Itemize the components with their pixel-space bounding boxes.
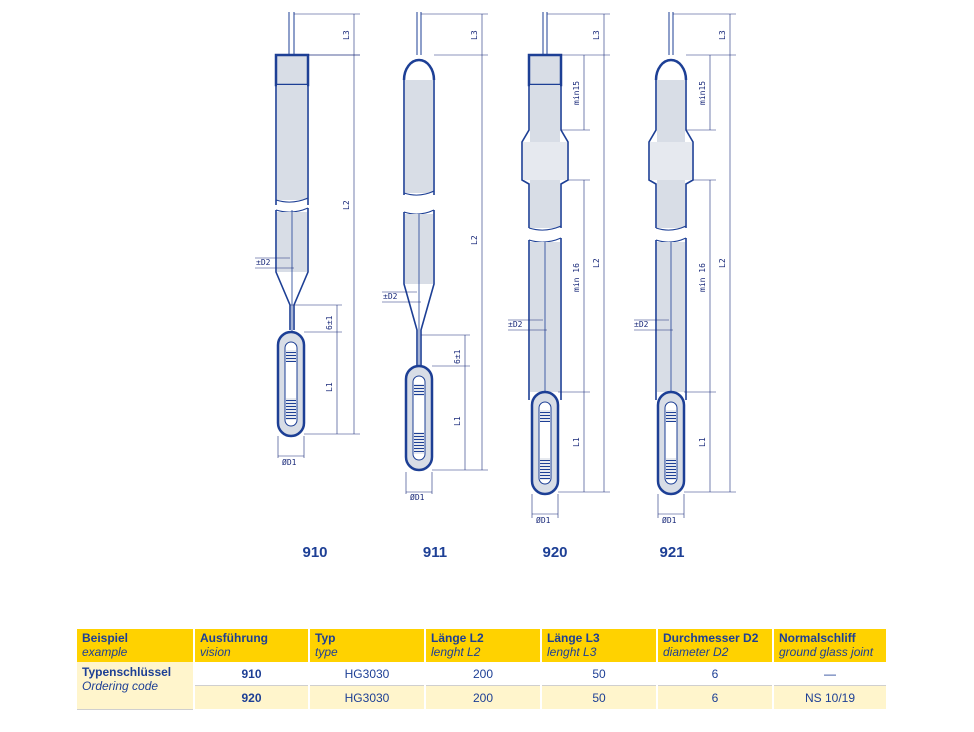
label-min15-920: min15: [572, 81, 581, 105]
table-row: Typenschlüssel Ordering code 910 HG3030 …: [77, 662, 888, 710]
ordering-code-label: Typenschlüssel Ordering code: [77, 662, 195, 710]
label-tolerance-911: 6±1: [453, 349, 462, 364]
labels-910: L3 L2 6±1 L1 ±D2 ØD1: [256, 30, 351, 467]
label-l3-910: L3: [342, 30, 351, 40]
model-number-921: 921: [659, 544, 685, 561]
dimensions-921: [634, 13, 736, 518]
label-l3-911: L3: [470, 30, 479, 40]
label-l2-911: L2: [470, 235, 479, 245]
cell-version: 910: [194, 662, 310, 686]
cell-l3: 50: [541, 662, 658, 686]
dimensions-920: [508, 13, 610, 518]
label-d2-910: ±D2: [256, 258, 271, 267]
label-l1-920: L1: [572, 437, 581, 447]
cell-d2: 6: [657, 685, 774, 709]
label-l3-920: L3: [592, 30, 601, 40]
label-d1-911: ØD1: [410, 492, 425, 502]
thermometer-drawings: L3 L2 6±1 L1 ±D2 ØD1: [255, 12, 736, 525]
label-d1-920: ØD1: [536, 515, 551, 525]
label-l2-921: L2: [718, 258, 727, 268]
table-row: 920 HG3030 200 50 6 NS 10/19: [77, 685, 888, 709]
drawing-921: [648, 12, 694, 496]
labels-921: L3 min15 L2 min 16 L1 ±D2 ØD1: [634, 30, 727, 525]
label-l1-921: L1: [698, 437, 707, 447]
label-l3-921: L3: [718, 30, 727, 40]
cell-type: HG3030: [309, 662, 426, 686]
label-d2-911: ±D2: [383, 292, 398, 301]
model-number-920: 920: [542, 544, 568, 561]
label-d1-910: ØD1: [282, 457, 297, 467]
dimensions-910: [255, 13, 360, 458]
label-l2-910: L2: [342, 200, 351, 210]
cell-version: 920: [194, 685, 310, 709]
label-l2-920: L2: [592, 258, 601, 268]
label-l1-910: L1: [325, 382, 334, 392]
drawing-911: [402, 12, 436, 472]
label-tolerance-910: 6±1: [325, 315, 334, 330]
model-number-911: 911: [422, 544, 448, 561]
cell-type: HG3030: [309, 685, 426, 709]
label-min16-921: min 16: [698, 263, 707, 292]
dimensions-911: [382, 13, 488, 494]
label-d1-921: ØD1: [662, 515, 677, 525]
cell-d2: 6: [657, 662, 774, 686]
labels-920: L3 min15 L2 min 16 L1 ±D2 ØD1: [508, 30, 601, 525]
label-min16-920: min 16: [572, 263, 581, 292]
cell-joint: NS 10/19: [773, 685, 888, 709]
cell-l2: 200: [425, 662, 542, 686]
label-l1-911: L1: [453, 416, 462, 426]
model-number-910: 910: [302, 544, 328, 561]
label-d2-920: ±D2: [508, 320, 523, 329]
drawing-910: [274, 12, 310, 438]
labels-911: L3 L2 6±1 L1 ±D2 ØD1: [383, 30, 479, 502]
label-d2-921: ±D2: [634, 320, 649, 329]
drawing-920: [521, 12, 569, 496]
cell-joint: —: [773, 662, 888, 686]
cell-l3: 50: [541, 685, 658, 709]
label-min15-921: min15: [698, 81, 707, 105]
cell-l2: 200: [425, 685, 542, 709]
